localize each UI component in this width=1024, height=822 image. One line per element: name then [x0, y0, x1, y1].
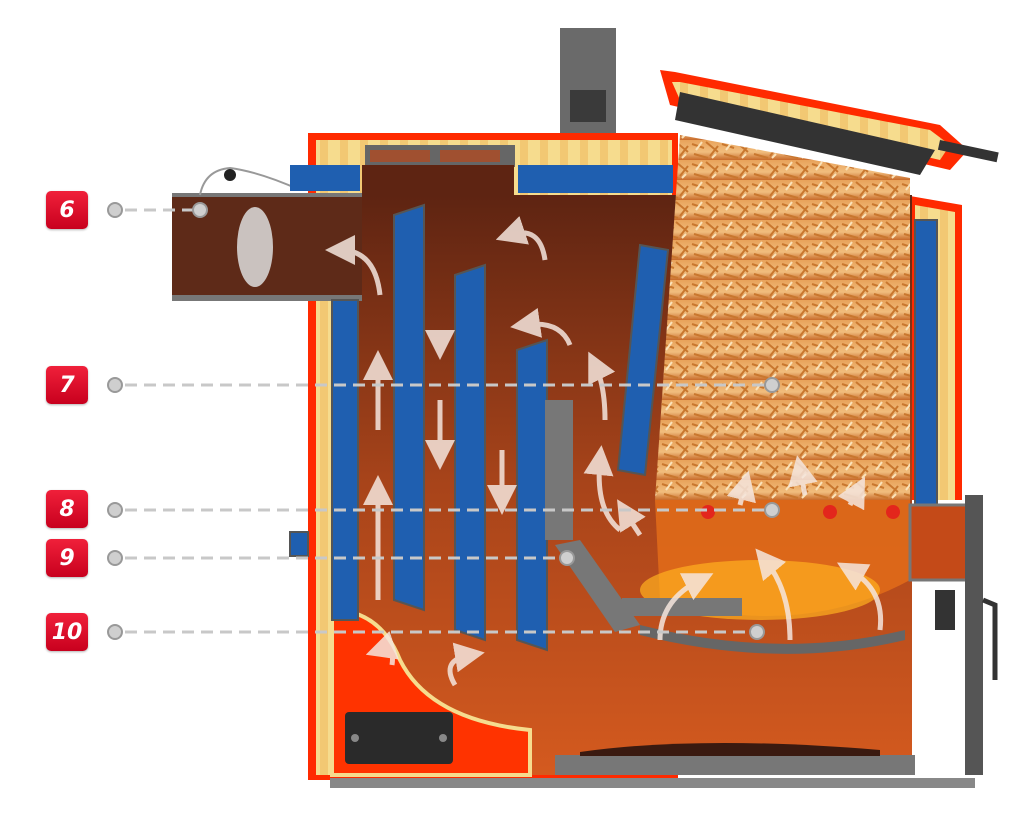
- nozzle-plate: [545, 400, 573, 540]
- callout-dots: [107, 202, 780, 640]
- callout-lines: [125, 208, 765, 634]
- cleaning-door: [345, 712, 453, 764]
- fuel-hopper: [655, 135, 910, 500]
- label-badge-10: 10: [46, 613, 88, 651]
- ash-pan: [555, 755, 915, 775]
- grate: [622, 598, 742, 616]
- airflow-arrows: [325, 216, 884, 687]
- chimney: [560, 28, 616, 134]
- label-badge-6: 6: [46, 191, 88, 229]
- front-door: [965, 495, 983, 775]
- heat-exchanger-plates: [289, 203, 938, 652]
- door-handle: [982, 597, 998, 680]
- label-badge-7: 7: [46, 366, 88, 404]
- label-badge-8: 8: [46, 490, 88, 528]
- label-badge-9: 9: [46, 539, 88, 577]
